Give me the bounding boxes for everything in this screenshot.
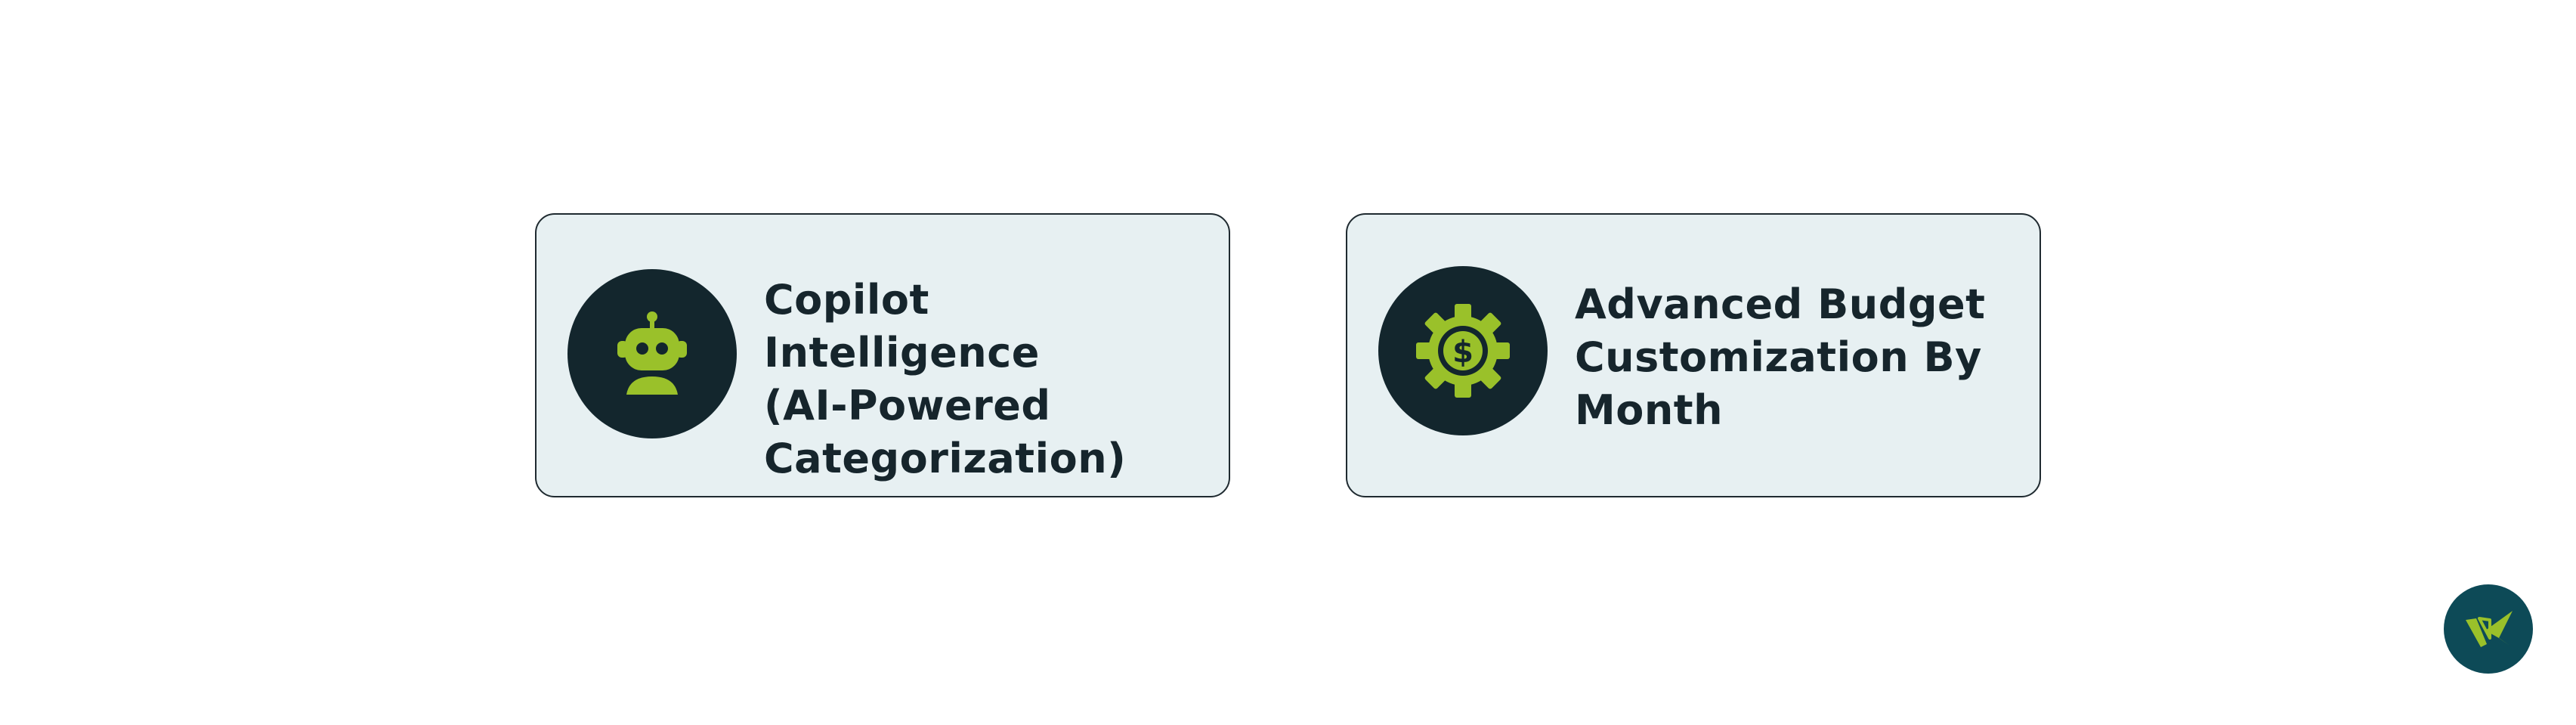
icon-badge	[567, 269, 737, 438]
brand-logo-icon	[2466, 611, 2513, 647]
robot-icon	[617, 311, 687, 395]
brand-logo	[2444, 584, 2533, 674]
feature-title-line: Month	[1575, 386, 1724, 434]
feature-title-line: (AI-Powered	[764, 382, 1051, 429]
feature-title-line: Categorization)	[764, 435, 1127, 482]
feature-title-line: Customization By	[1575, 333, 1982, 381]
icon-badge: $	[1378, 266, 1548, 435]
feature-title-line: Copilot Intelligence	[764, 276, 1040, 376]
gear-dollar-icon: $	[1416, 304, 1510, 398]
feature-title-line: Advanced Budget	[1575, 280, 1986, 328]
svg-text:$: $	[1452, 335, 1474, 370]
